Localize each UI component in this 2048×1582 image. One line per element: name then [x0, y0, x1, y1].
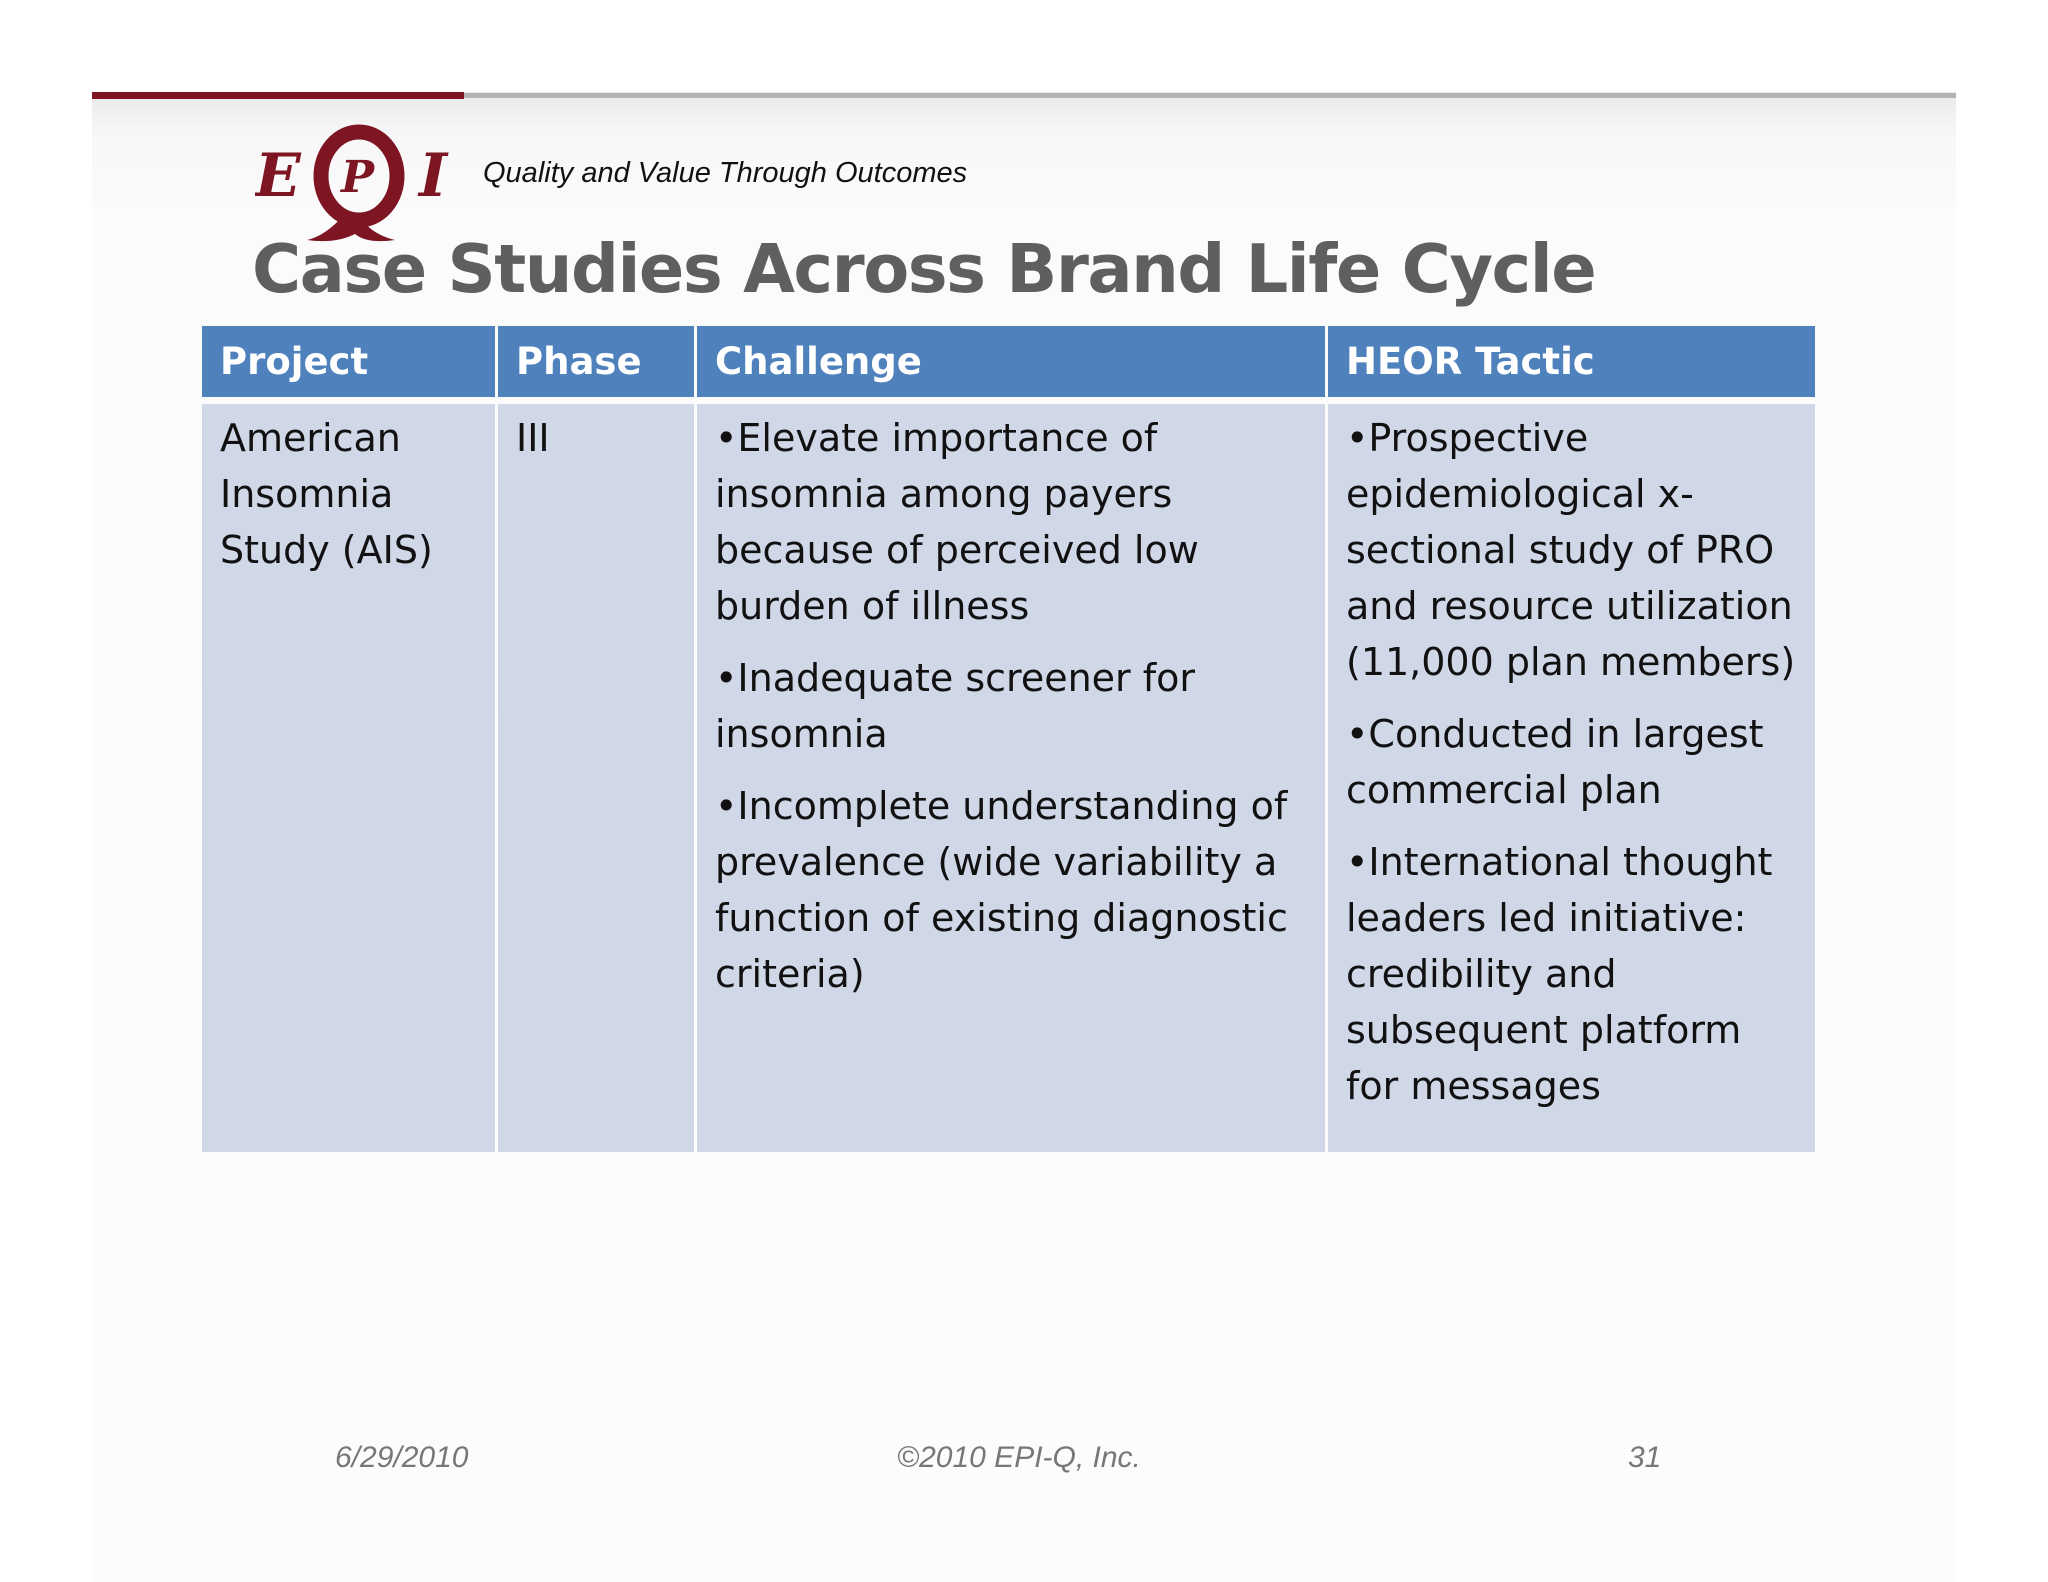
heor-tactic-cell: •Prospective epidemiological x-sectional… [1328, 404, 1815, 1152]
logo-letter-i: I [417, 141, 449, 211]
tactic-bullet: •Prospective epidemiological x-sectional… [1346, 416, 1796, 684]
column-header-challenge: Challenge [697, 326, 1325, 397]
column-header-heor-tactic: HEOR Tactic [1328, 326, 1815, 397]
epiq-logo: E P I [253, 118, 465, 248]
tactic-bullet: •Conducted in largest commercial plan [1346, 712, 1764, 812]
phase-cell: III [498, 404, 694, 1152]
column-header-phase: Phase [498, 326, 694, 397]
challenge-bullet: •Elevate importance of insomnia among pa… [715, 416, 1199, 628]
challenge-bullet: •Incomplete understanding of prevalence … [715, 784, 1288, 996]
phase-text: III [516, 416, 550, 460]
logo-letter-e: E [255, 141, 302, 211]
challenge-bullet: •Inadequate screener for insomnia [715, 656, 1195, 756]
tactic-bullet: •International thought leaders led initi… [1346, 840, 1773, 1108]
project-cell: American Insomnia Study (AIS) [202, 404, 495, 1152]
footer-date: 6/29/2010 [335, 1441, 469, 1474]
case-study-table: Project Phase Challenge HEOR Tactic Amer… [202, 326, 1815, 1152]
footer-copyright: ©2010 EPI-Q, Inc. [897, 1441, 1141, 1474]
challenge-cell: •Elevate importance of insomnia among pa… [697, 404, 1325, 1152]
slide-title: Case Studies Across Brand Life Cycle [252, 230, 1597, 308]
column-header-project: Project [202, 326, 495, 397]
tagline: Quality and Value Through Outcomes [483, 157, 968, 189]
logo-letter-p: P [339, 152, 376, 203]
project-text: American Insomnia Study (AIS) [220, 416, 433, 572]
header-rule [464, 93, 1956, 98]
header-accent-rule [92, 92, 464, 99]
footer-page-number: 31 [1628, 1441, 1662, 1474]
